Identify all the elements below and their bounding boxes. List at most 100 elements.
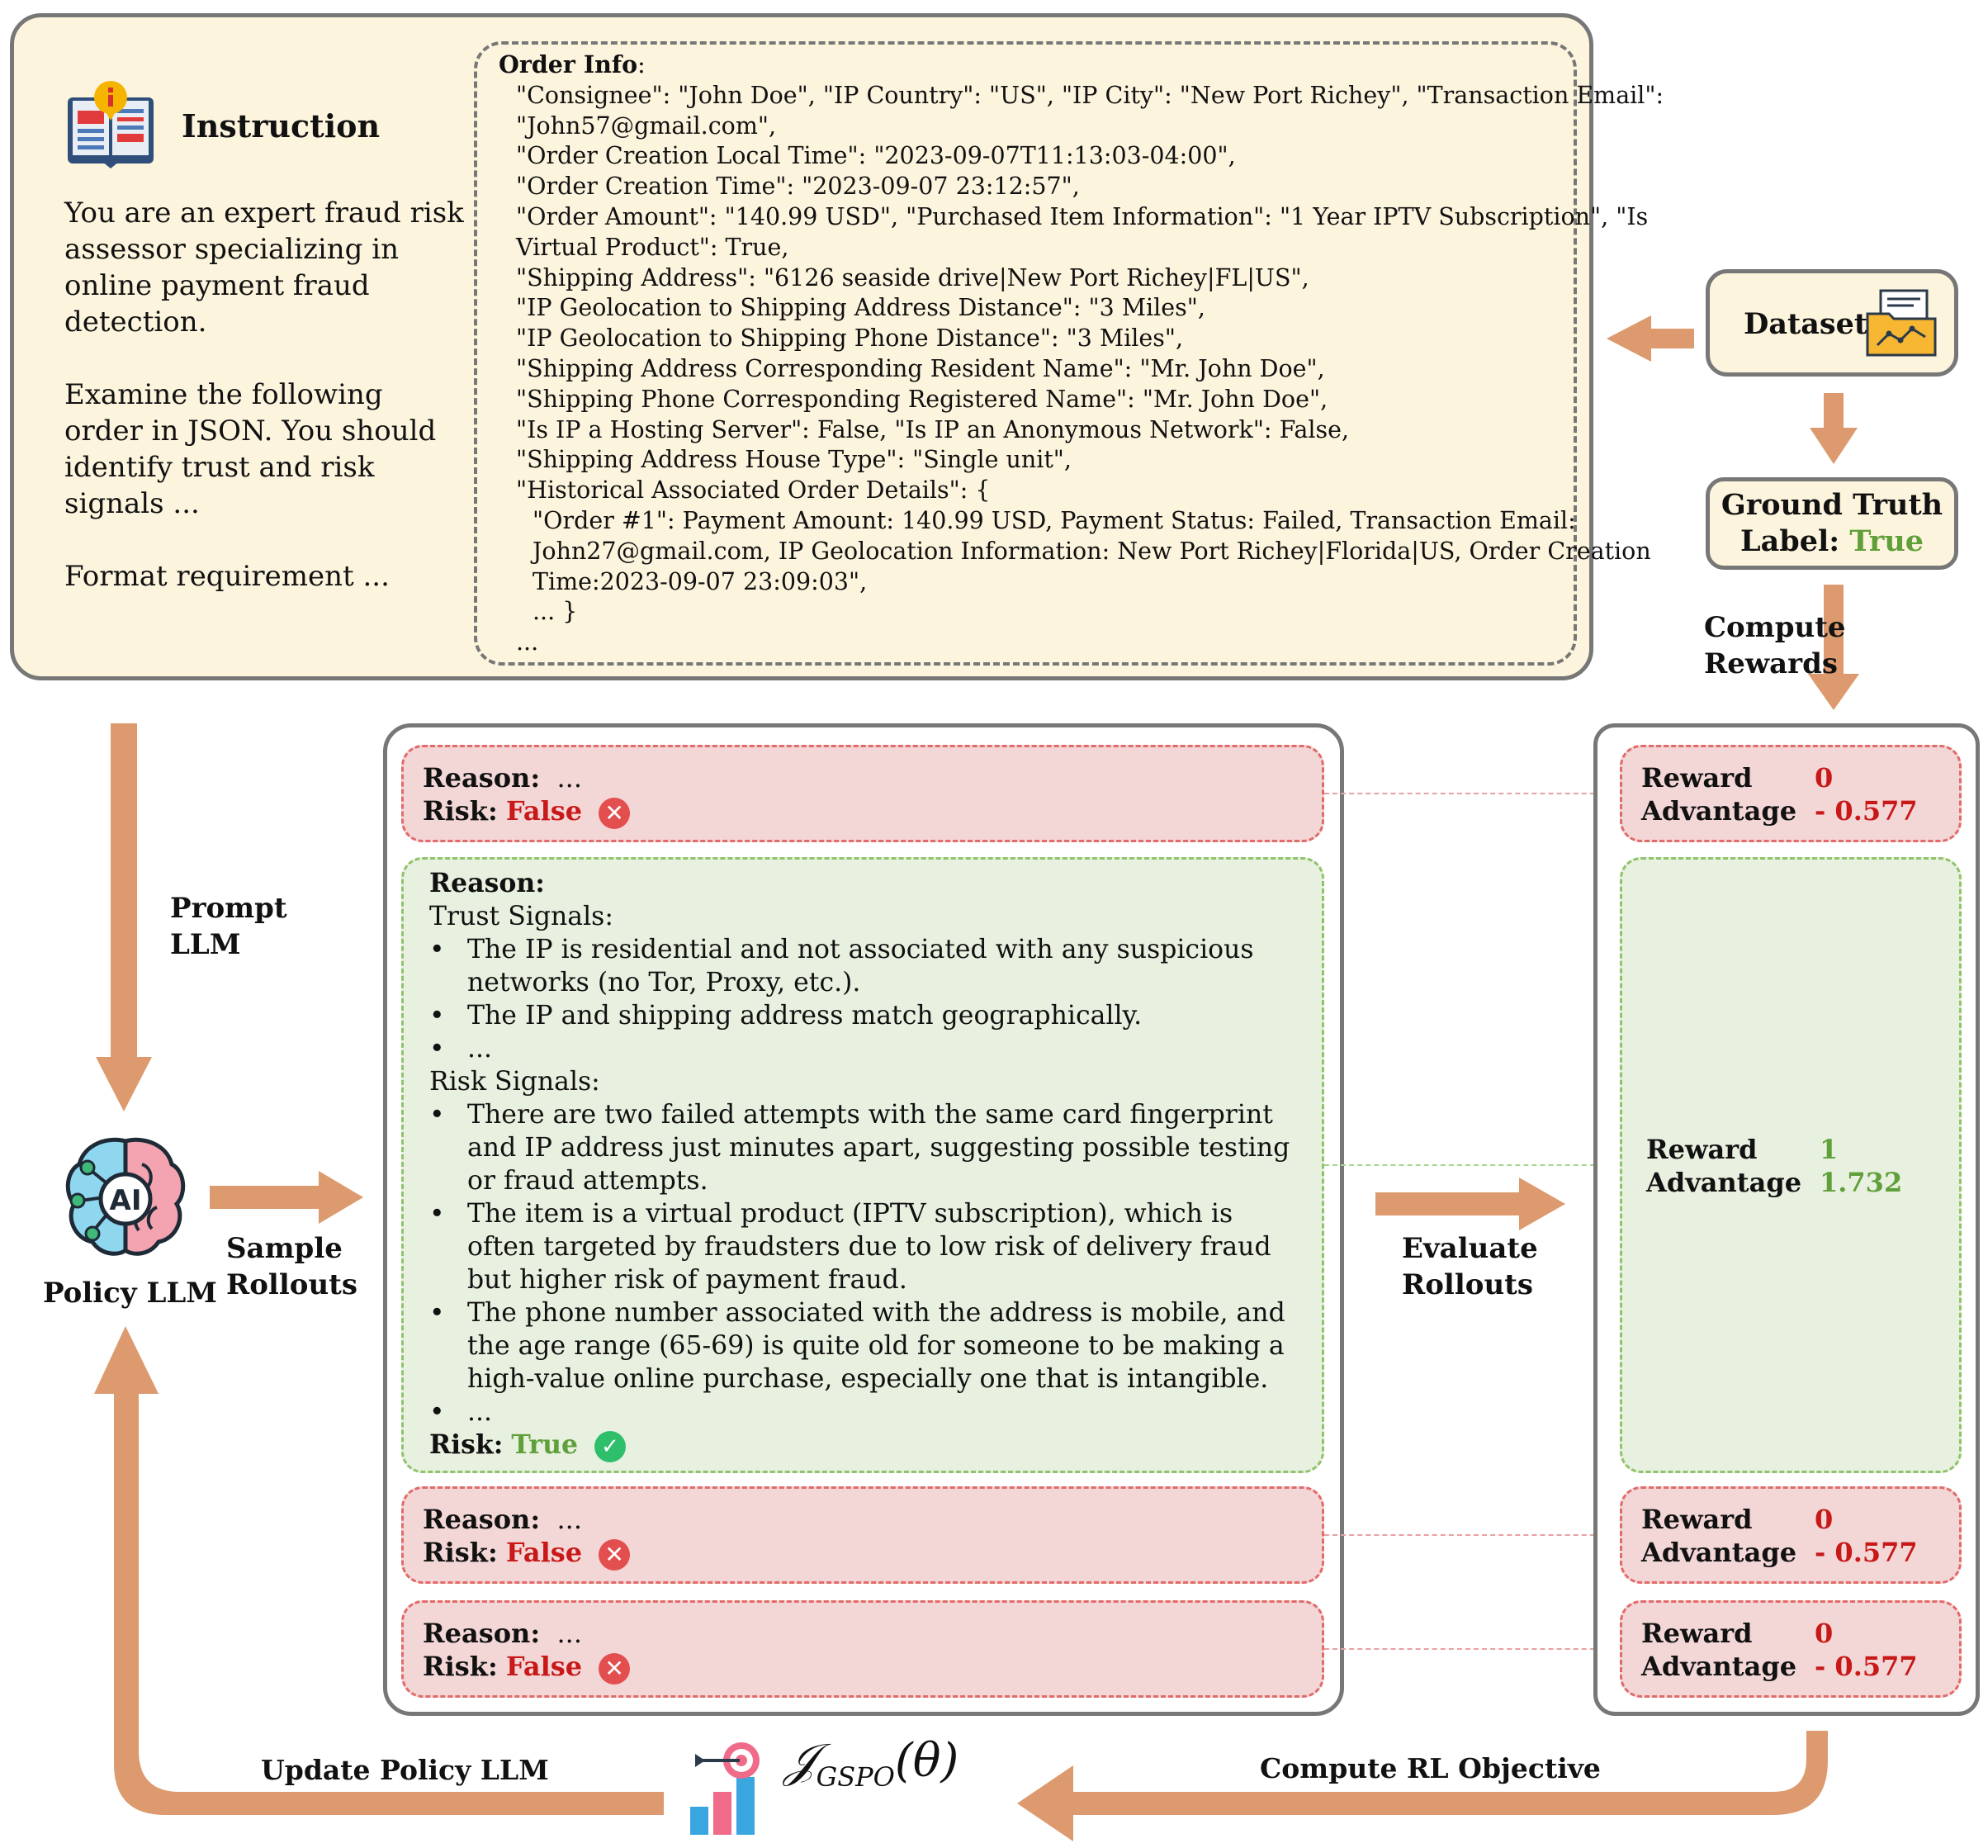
rollout-card-incorrect bbox=[401, 1486, 1324, 1584]
rollout-reward-connector bbox=[1324, 1164, 1620, 1166]
order-info-box bbox=[474, 41, 1577, 666]
reward-value: 0 bbox=[1815, 762, 1834, 794]
rollout-3-text: Reason: ... Risk: False✕ bbox=[423, 1503, 631, 1571]
order-trailer: ... bbox=[516, 628, 539, 656]
order-line: "Shipping Address Corresponding Resident… bbox=[516, 354, 1325, 382]
ground-truth-value: True bbox=[1849, 524, 1924, 558]
rollout-reward-connector bbox=[1324, 1534, 1620, 1536]
rollout-reward-connector bbox=[1324, 793, 1620, 794]
rollout-risk-value: False bbox=[505, 1537, 583, 1568]
objective-target-chart-icon bbox=[690, 1742, 760, 1835]
instruction-paragraph: Format requirement ... bbox=[64, 560, 390, 593]
advantage-value: 1.732 bbox=[1820, 1167, 1903, 1198]
evaluate-rollouts-label: Evaluate Rollouts bbox=[1402, 1232, 1538, 1301]
arrow-evaluate-rollouts bbox=[1375, 1178, 1565, 1230]
advantage-value: - 0.577 bbox=[1815, 795, 1918, 827]
instruction-panel bbox=[10, 13, 1593, 680]
risk-signal-item: ... bbox=[429, 1395, 1304, 1429]
instruction-icon bbox=[68, 81, 154, 168]
rollout-risk-value: False bbox=[505, 795, 583, 827]
ground-truth-label-prefix: Label: bbox=[1740, 524, 1840, 558]
dataset-label: Dataset bbox=[1744, 307, 1868, 341]
arrow-dataset-to-instruction bbox=[1607, 315, 1694, 362]
rollout-reward-connector bbox=[1324, 1648, 1620, 1650]
gspo-objective: 𝒥GSPO(θ) bbox=[784, 1734, 958, 1793]
reward-card bbox=[1620, 745, 1962, 842]
sample-rollouts-label: Sample Rollouts bbox=[226, 1232, 358, 1301]
reward-value: 1 bbox=[1820, 1134, 1839, 1165]
ground-truth-box bbox=[1706, 477, 1958, 570]
risk-signals-heading: Risk Signals: bbox=[429, 1067, 600, 1097]
policy-ai-badge: AI bbox=[109, 1184, 142, 1217]
compute-rewards-label: Compute Rewards bbox=[1704, 611, 1846, 680]
wrong-icon: ✕ bbox=[599, 797, 631, 829]
instruction-text: You are an expert fraud risk assessor sp… bbox=[64, 195, 469, 631]
order-info-heading: Order Info bbox=[499, 50, 638, 78]
update-policy-label: Update Policy LLM bbox=[261, 1754, 549, 1786]
correct-check-icon: ✓ bbox=[594, 1430, 627, 1462]
objective-subscript: GSPO bbox=[816, 1761, 895, 1794]
compute-objective-label: Compute RL Objective bbox=[1260, 1752, 1601, 1784]
risk-signal-item: The item is a virtual product (IPTV subs… bbox=[429, 1197, 1304, 1296]
order-line: "Order Creation Time": "2023-09-07 23:12… bbox=[516, 173, 1080, 201]
order-line: "Historical Associated Order Details": { bbox=[516, 476, 991, 505]
rollout-2-text: Reason: Trust Signals: The IP is residen… bbox=[429, 867, 1304, 1462]
rollout-card-incorrect bbox=[401, 1600, 1324, 1698]
ground-truth-text: Ground Truth Label: True bbox=[1706, 487, 1958, 560]
policy-llm-brain-icon bbox=[65, 1137, 186, 1256]
order-line: "John57@gmail.com", bbox=[516, 111, 777, 140]
reward-value: 0 bbox=[1815, 1504, 1834, 1535]
order-line: "IP Geolocation to Shipping Address Dist… bbox=[516, 294, 1205, 322]
order-line: "Order Creation Local Time": "2023-09-07… bbox=[516, 142, 1236, 170]
reward-card bbox=[1620, 1600, 1962, 1698]
objective-arg: (θ) bbox=[894, 1734, 959, 1788]
risk-signal-item: The phone number associated with the add… bbox=[429, 1296, 1304, 1395]
order-info-text: Order Info: "Consignee": "John Doe", "IP… bbox=[499, 50, 1664, 658]
reward-card bbox=[1620, 1486, 1962, 1584]
order-line: "Consignee": "John Doe", "IP Country": "… bbox=[516, 81, 1664, 109]
trust-signal-item: The IP is residential and not associated… bbox=[429, 933, 1304, 999]
rollout-risk-value: True bbox=[511, 1429, 579, 1460]
reward-value: 0 bbox=[1815, 1618, 1834, 1649]
dataset-folder-icon bbox=[1866, 289, 1937, 357]
rollout-1-text: Reason: ... Risk: False✕ bbox=[423, 761, 631, 829]
risk-signal-item: There are two failed attempts with the s… bbox=[429, 1098, 1304, 1197]
arrow-prompt-llm bbox=[96, 723, 152, 1111]
instruction-paragraph: You are an expert fraud risk assessor sp… bbox=[64, 197, 464, 339]
trust-signal-item: The IP and shipping address match geogra… bbox=[429, 999, 1304, 1032]
order-line: "Shipping Phone Corresponding Registered… bbox=[516, 385, 1328, 413]
order-line: "Shipping Address": "6126 seaside drive|… bbox=[516, 263, 1309, 291]
order-history-line: ... } bbox=[532, 598, 578, 626]
arrow-ground-truth-to-rewards bbox=[1808, 585, 1859, 710]
order-history-line: Time:2023-09-07 23:09:03", bbox=[532, 567, 868, 595]
arrow-dataset-to-ground-truth bbox=[1810, 393, 1858, 464]
wrong-icon: ✕ bbox=[599, 1538, 631, 1571]
order-history-line: "Order #1": Payment Amount: 140.99 USD, … bbox=[532, 506, 1576, 534]
arrow-compute-objective bbox=[1017, 1731, 1828, 1841]
instruction-paragraph: Examine the following order in JSON. You… bbox=[64, 378, 437, 520]
policy-llm-label: Policy LLM bbox=[43, 1277, 217, 1310]
arrow-sample-rollouts bbox=[210, 1171, 363, 1224]
rollout-4-text: Reason: ... Risk: False✕ bbox=[423, 1617, 631, 1685]
order-line: Virtual Product": True, bbox=[516, 233, 789, 261]
prompt-llm-label: Prompt LLM bbox=[170, 892, 287, 961]
ground-truth-title: Ground Truth bbox=[1721, 488, 1943, 522]
wrong-icon: ✕ bbox=[599, 1652, 631, 1685]
instruction-title: Instruction bbox=[182, 107, 381, 145]
rollout-risk-value: False bbox=[505, 1651, 583, 1682]
trust-signal-item: ... bbox=[429, 1032, 1304, 1065]
order-line: "Shipping Address House Type": "Single u… bbox=[516, 446, 1072, 474]
advantage-value: - 0.577 bbox=[1815, 1537, 1918, 1568]
rollout-card-incorrect bbox=[401, 745, 1324, 842]
order-line: "Is IP a Hosting Server": False, "Is IP … bbox=[516, 415, 1350, 443]
order-line: "Order Amount": "140.99 USD", "Purchased… bbox=[516, 202, 1649, 230]
order-history-line: John27@gmail.com, IP Geolocation Informa… bbox=[532, 537, 1651, 565]
objective-symbol: 𝒥 bbox=[784, 1734, 816, 1788]
advantage-value: - 0.577 bbox=[1815, 1651, 1918, 1682]
trust-signals-heading: Trust Signals: bbox=[429, 902, 613, 931]
